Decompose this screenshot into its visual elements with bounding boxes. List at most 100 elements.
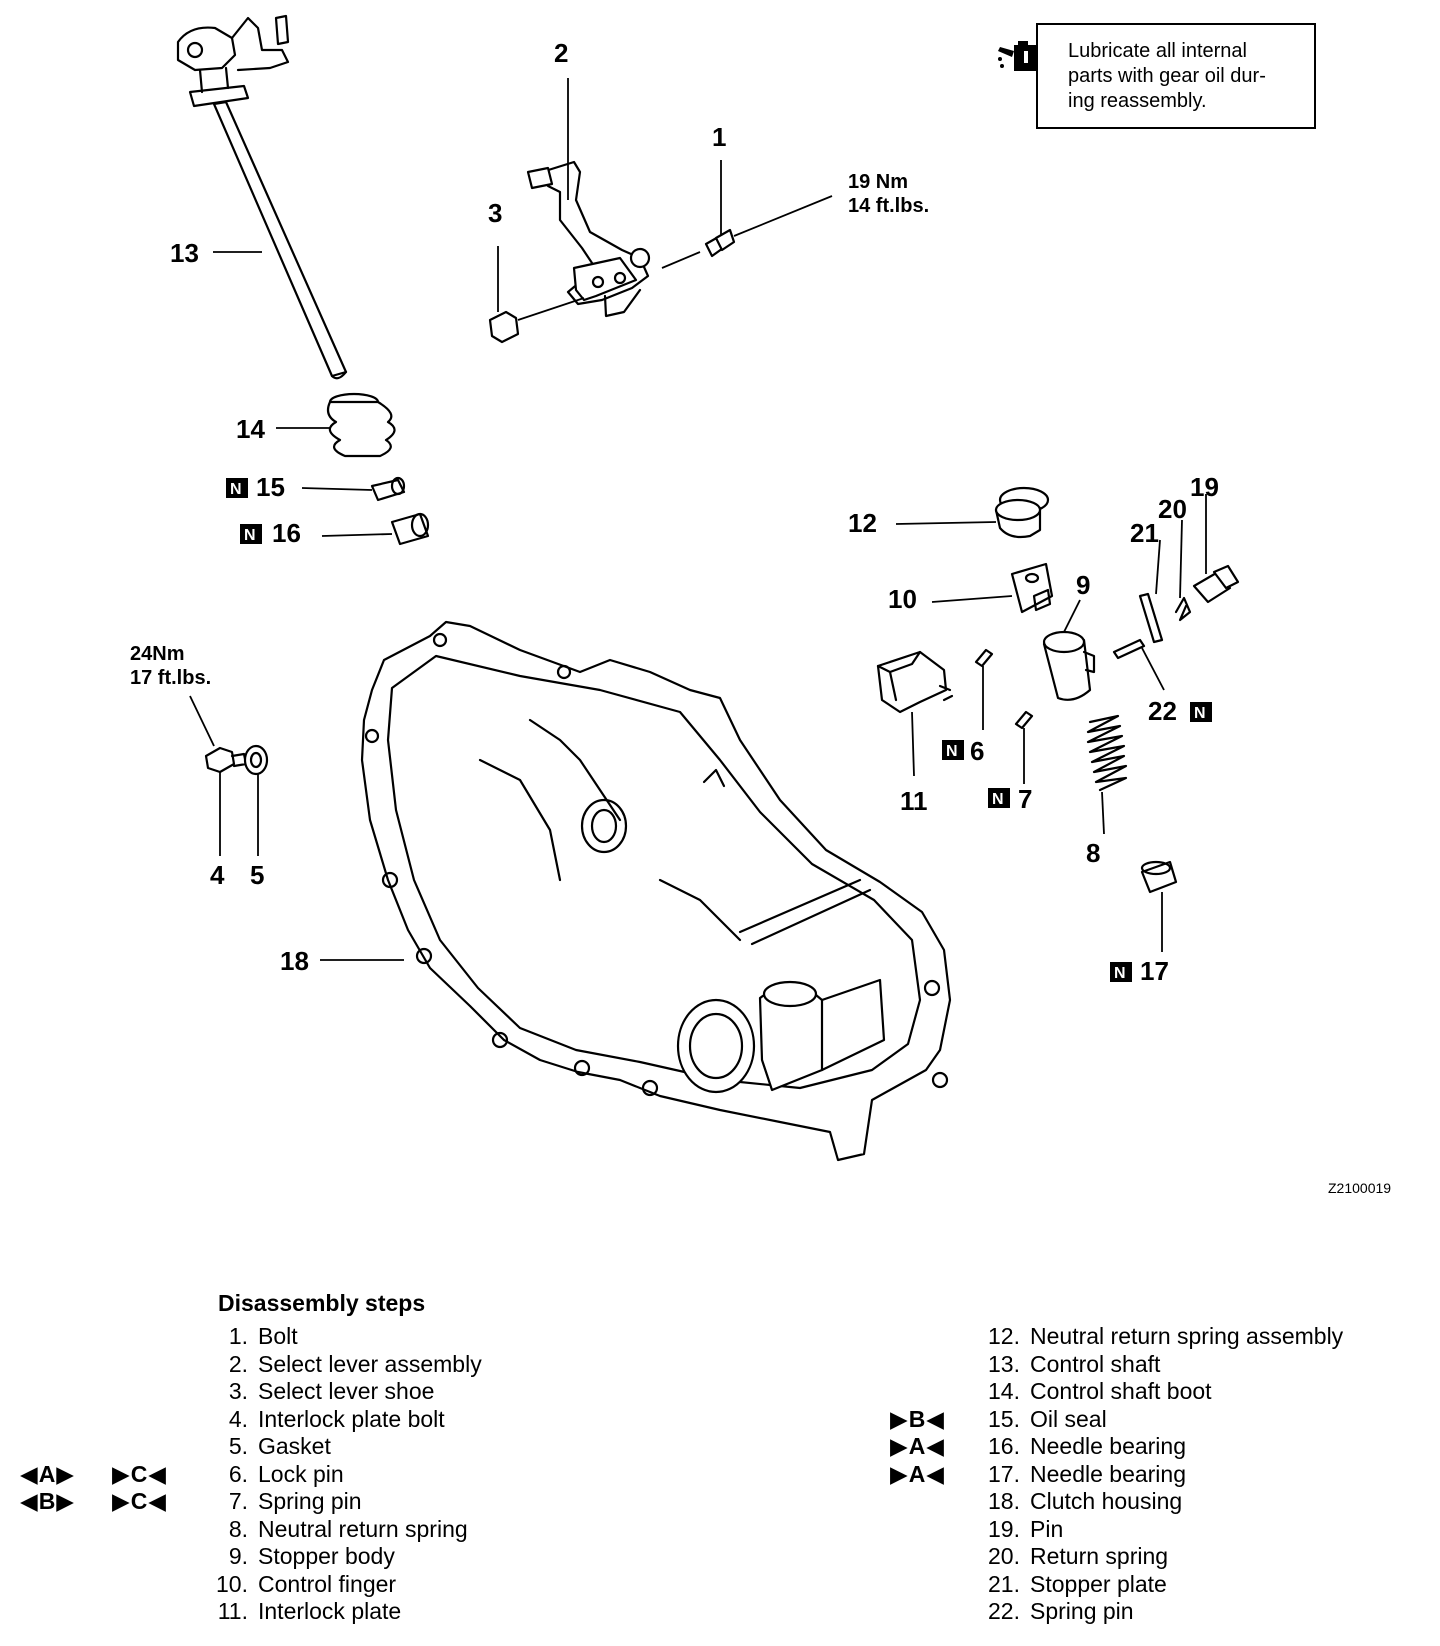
torque-bolt-1-ftlbs: 14 ft.lbs. bbox=[848, 195, 929, 217]
callout-2: 2 bbox=[554, 38, 568, 68]
needle-bearing-17-drawing bbox=[1140, 860, 1178, 894]
select-lever-assembly-drawing bbox=[488, 160, 833, 344]
callout-12: 12 bbox=[848, 508, 877, 538]
step-row: ◀A▶▶C◀6.Lock pin bbox=[20, 1460, 482, 1489]
callout-13: 13 bbox=[170, 238, 199, 268]
svg-text:N: N bbox=[992, 791, 1004, 808]
step-name: Control shaft boot bbox=[1030, 1378, 1212, 1404]
step-name: Neutral return spring bbox=[258, 1515, 468, 1542]
callout-21: 21 bbox=[1130, 518, 1159, 548]
svg-text:N: N bbox=[1194, 705, 1206, 722]
step-row: 19. Pin bbox=[890, 1516, 1343, 1544]
step-number: 12. bbox=[988, 1323, 1020, 1349]
leader-lines bbox=[189, 78, 1207, 961]
step-row: 5.Gasket bbox=[120, 1433, 482, 1461]
torque-bolt-4-nm: 24Nm bbox=[130, 643, 184, 665]
callout-6: 6 bbox=[970, 736, 984, 766]
step-row: ▶A◀ 17. Needle bearing bbox=[890, 1461, 1343, 1489]
torque-specs: 19 Nm 14 ft.lbs. 24Nm 17 ft.lbs. bbox=[130, 171, 929, 689]
svg-text:N: N bbox=[244, 527, 256, 544]
callout-3: 3 bbox=[488, 198, 502, 228]
torque-bolt-1-nm: 19 Nm bbox=[848, 171, 908, 193]
step-name: Control finger bbox=[258, 1570, 397, 1597]
callout-1: 1 bbox=[712, 122, 726, 152]
step-row: 14. Control shaft boot bbox=[890, 1378, 1343, 1406]
interlock-plate-bolt-drawing bbox=[204, 746, 248, 774]
svg-text:N: N bbox=[230, 481, 242, 498]
step-name: Select lever shoe bbox=[258, 1378, 435, 1404]
step-number: 17. bbox=[988, 1460, 1020, 1487]
step-row: 21. Stopper plate bbox=[890, 1571, 1343, 1599]
callout-5: 5 bbox=[250, 860, 264, 890]
step-name: Needle bearing bbox=[1030, 1460, 1187, 1487]
step-row: 4.Interlock plate bolt bbox=[120, 1406, 482, 1434]
reassembly-mark: ◀A▶ bbox=[20, 1460, 75, 1487]
step-name: Interlock plate bbox=[258, 1598, 402, 1624]
control-finger-drawing bbox=[1010, 562, 1054, 614]
oil-seal-drawing bbox=[370, 476, 406, 502]
callout-14: 14 bbox=[236, 414, 265, 444]
callout-22: 22 bbox=[1148, 696, 1177, 726]
callout-20: 20 bbox=[1158, 494, 1187, 524]
step-row: 2.Select lever assembly bbox=[120, 1351, 482, 1379]
step-name: Oil seal bbox=[1030, 1405, 1107, 1432]
callout-11: 11 bbox=[900, 786, 928, 816]
step-number: 2. bbox=[228, 1350, 248, 1377]
step-row: 9.Stopper body bbox=[120, 1543, 482, 1571]
gasket-drawing bbox=[243, 744, 269, 776]
step-name: Lock pin bbox=[258, 1460, 344, 1487]
step-row: 13. Control shaft bbox=[890, 1351, 1343, 1379]
steps-title: Disassembly steps bbox=[218, 1290, 426, 1316]
callout-labels: 13 2 3 1 14 15 16 12 10 9 21 20 19 22 11… bbox=[170, 38, 1219, 986]
callout-17: 17 bbox=[1140, 956, 1169, 986]
neutral-return-spring-assembly-drawing bbox=[994, 486, 1050, 539]
callout-19: 19 bbox=[1190, 472, 1219, 502]
step-number: 20. bbox=[988, 1543, 1020, 1569]
step-name: Interlock plate bolt bbox=[258, 1405, 445, 1432]
disassembly-mark: ▶C◀ bbox=[112, 1460, 167, 1487]
step-name: Clutch housing bbox=[1030, 1488, 1183, 1514]
step-number: 15. bbox=[988, 1405, 1020, 1432]
lubrication-note-text: Lubricate all internal parts with gear o… bbox=[1068, 40, 1266, 112]
control-shaft-boot-drawing bbox=[326, 392, 396, 458]
callout-18: 18 bbox=[280, 946, 309, 976]
callout-15: 15 bbox=[256, 472, 285, 502]
step-number: 7. bbox=[228, 1488, 248, 1514]
neutral-return-spring-drawing bbox=[1086, 714, 1128, 792]
figure-id: Z2100019 bbox=[1328, 1180, 1392, 1196]
step-number: 10. bbox=[216, 1570, 248, 1597]
new-part-badge-15: N bbox=[226, 478, 248, 498]
lock-pin-drawing bbox=[974, 648, 994, 668]
control-shaft-drawing bbox=[176, 14, 348, 380]
svg-text:N: N bbox=[1114, 965, 1126, 982]
step-number: 18. bbox=[988, 1488, 1020, 1514]
step-number: 14. bbox=[988, 1378, 1020, 1404]
svg-text:N: N bbox=[946, 743, 958, 760]
step-row: ▶B◀ 15. Oil seal bbox=[890, 1406, 1343, 1434]
step-number: 13. bbox=[988, 1350, 1020, 1377]
disassembly-mark: ▶B◀ bbox=[890, 1405, 945, 1432]
disassembly-mark: ▶A◀ bbox=[890, 1460, 945, 1487]
step-row: ▶A◀16.Needle bearing bbox=[890, 1433, 1343, 1461]
step-row: 11. Interlock plate bbox=[120, 1598, 482, 1626]
step-number: 21. bbox=[988, 1570, 1020, 1597]
step-name: Spring pin bbox=[1030, 1598, 1134, 1624]
step-number: 19. bbox=[988, 1515, 1020, 1542]
callout-10: 10 bbox=[888, 584, 917, 614]
new-part-badges: N N N N N N bbox=[226, 478, 1212, 982]
step-row: 20.Return spring bbox=[890, 1543, 1343, 1571]
step-number: 16. bbox=[988, 1433, 1020, 1459]
step-row: ◀B▶▶C◀7.Spring pin bbox=[20, 1488, 482, 1516]
step-name: Stopper plate bbox=[1030, 1570, 1167, 1597]
step-row: 3.Select lever shoe bbox=[120, 1378, 482, 1406]
reassembly-mark: ◀B▶ bbox=[20, 1488, 75, 1514]
step-name: Control shaft bbox=[1030, 1350, 1161, 1377]
clutch-housing-drawing bbox=[360, 620, 952, 1162]
new-part-badge-7: N bbox=[988, 788, 1010, 808]
step-name: Pin bbox=[1030, 1515, 1064, 1542]
stopper-body-drawing bbox=[1042, 630, 1096, 701]
step-row: 1.Bolt bbox=[120, 1323, 482, 1351]
step-number: 11. bbox=[217, 1598, 248, 1624]
step-name: Bolt bbox=[258, 1323, 298, 1349]
lubrication-note: Lubricate all internal parts with gear o… bbox=[998, 23, 1316, 129]
